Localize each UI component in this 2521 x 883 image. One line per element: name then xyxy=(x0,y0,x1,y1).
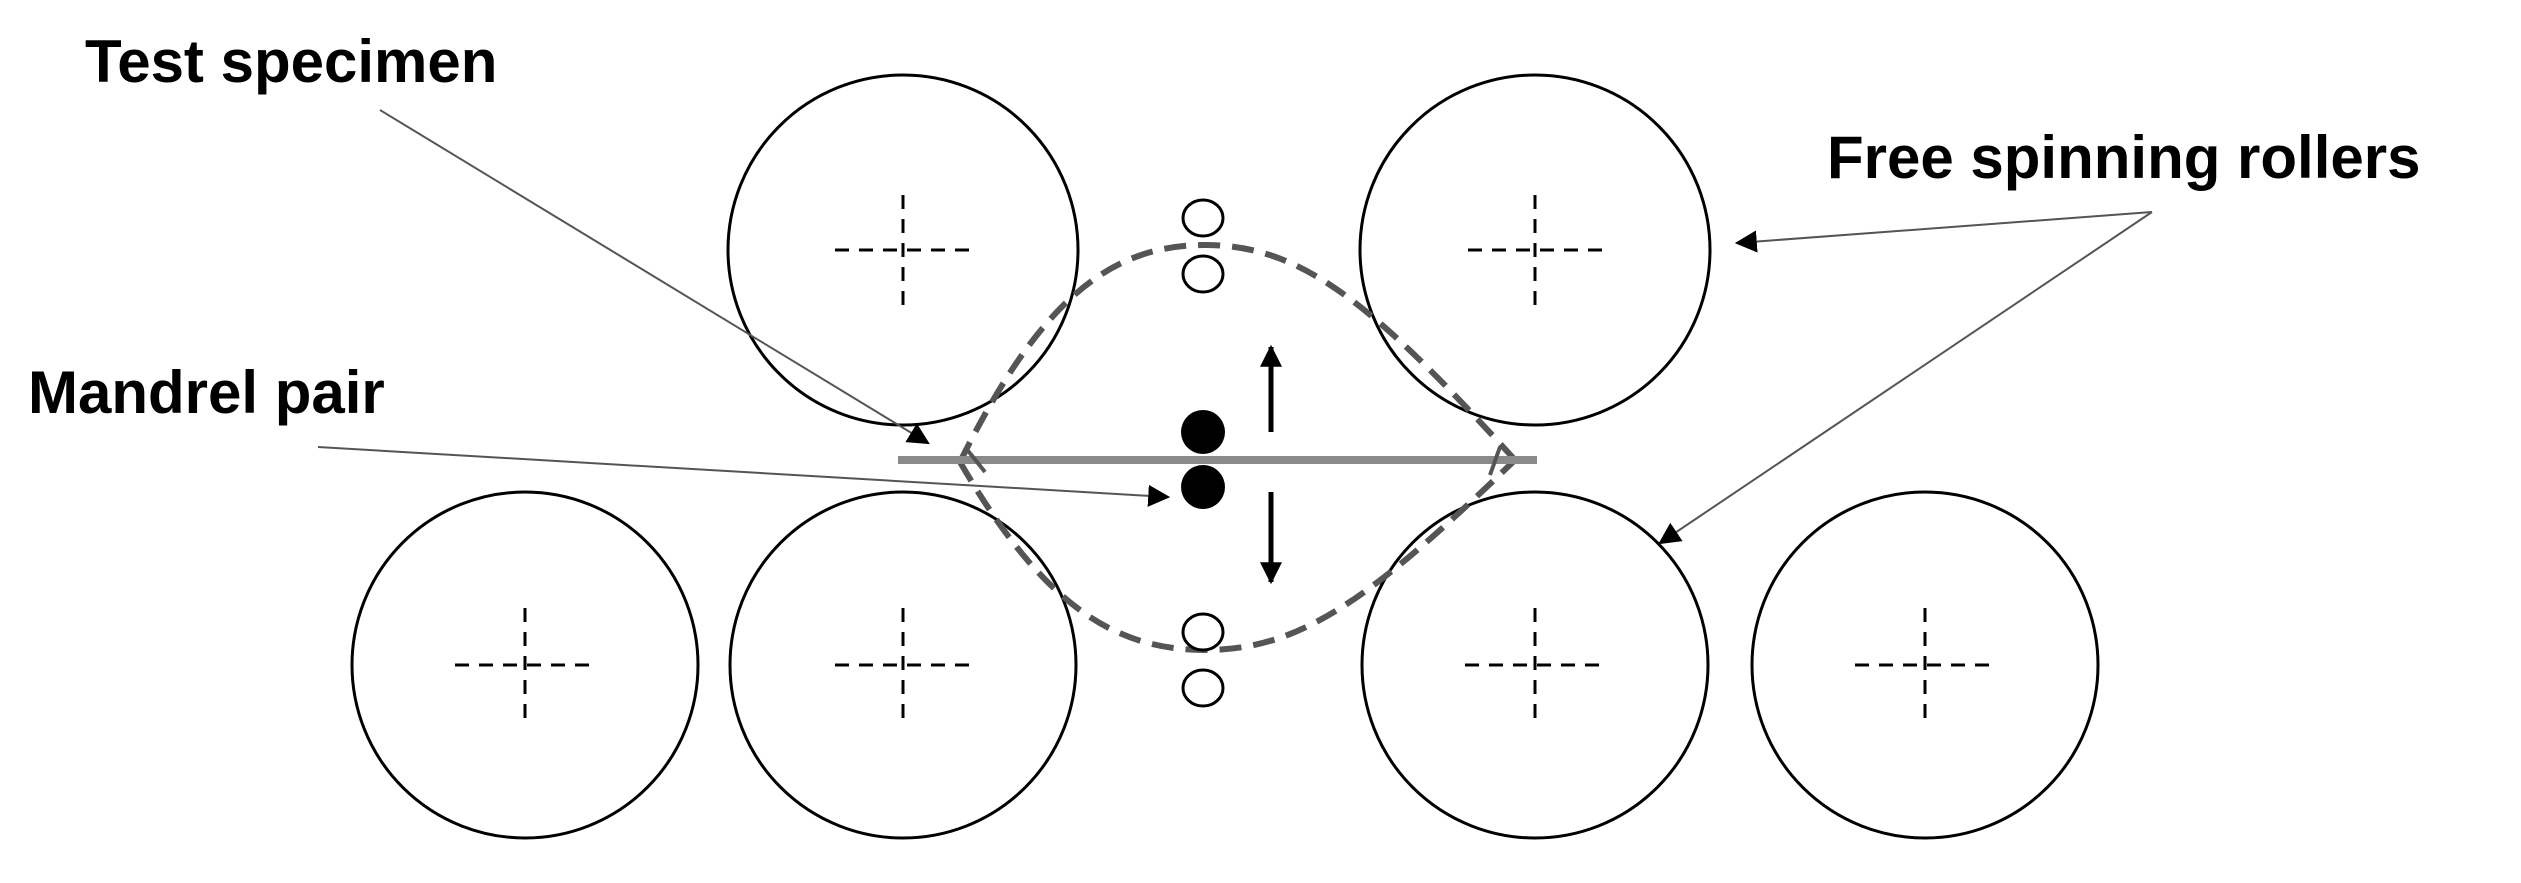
upper-deflection-path xyxy=(957,241,1518,464)
guide-roller-pair-top xyxy=(1181,198,1225,294)
crosshair-icon xyxy=(835,195,970,305)
roller-icon xyxy=(1181,668,1225,708)
test-specimen-label: Test specimen xyxy=(85,28,497,95)
test-specimen-leader xyxy=(379,109,930,445)
roller-icon xyxy=(1750,490,2100,840)
roller-lower-right xyxy=(1360,490,1710,840)
crosshair-icon xyxy=(1855,608,1995,728)
rollers-leader-lower xyxy=(1658,211,2153,545)
roller-lower-far-left xyxy=(350,490,700,840)
roller-icon xyxy=(1181,612,1225,652)
roller-lower-left xyxy=(728,490,1078,840)
crosshair-icon xyxy=(455,608,595,728)
roller-icon xyxy=(726,73,1080,427)
crosshair-icon xyxy=(1468,195,1602,305)
roller-icon xyxy=(350,490,700,840)
mandrel-pair-label: Mandrel pair xyxy=(28,359,385,426)
roller-upper-right xyxy=(1358,73,1712,427)
mandrel-pair xyxy=(1181,410,1225,509)
mandrel-pair-leader xyxy=(317,446,1171,507)
roller-icon xyxy=(728,490,1078,840)
guide-roller-pair-bottom xyxy=(1181,612,1225,708)
roller-upper-left xyxy=(726,73,1080,427)
rollers-leader-upper xyxy=(1734,211,2153,253)
roller-icon xyxy=(1358,73,1712,427)
mandrel-icon xyxy=(1181,410,1225,454)
crosshair-icon xyxy=(835,608,970,728)
free-spinning-rollers-label: Free spinning rollers xyxy=(1827,124,2420,191)
specimen-contact-mark-right xyxy=(1488,446,1502,476)
roller-lower-far-right xyxy=(1750,490,2100,840)
specimen-contact-mark-left xyxy=(963,445,987,474)
roller-icon xyxy=(1360,490,1710,840)
crosshair-icon xyxy=(1465,608,1605,728)
roller-icon xyxy=(1181,254,1225,294)
roller-icon xyxy=(1181,198,1225,238)
lower-deflection-path xyxy=(957,457,1518,654)
mandrel-icon xyxy=(1181,465,1225,509)
